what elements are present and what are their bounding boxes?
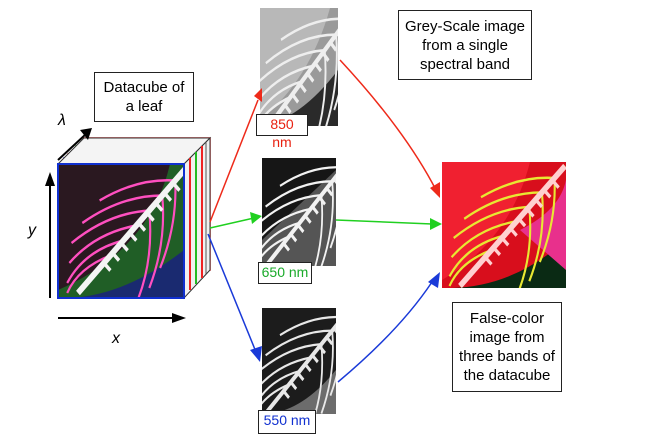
- blue-arrow-to-false-color: [337, 281, 433, 383]
- band-label-650-text: 650 nm: [261, 264, 309, 280]
- x-axis-arrowhead: [172, 313, 186, 323]
- blue-arrowhead-550: [250, 346, 262, 362]
- green-arrowhead-false-color: [430, 218, 442, 230]
- white-midrib: [76, 165, 184, 296]
- greyscale-image-650: [262, 158, 336, 266]
- falsecolor-label: False-color image from three bands of th…: [459, 310, 555, 384]
- greyscale-label: Grey-Scale image from a single spectral …: [404, 17, 526, 73]
- red-arrowhead-850: [254, 88, 262, 102]
- datacube-label-box: Datacube of a leaf: [94, 72, 194, 122]
- lambda-axis-line: [57, 133, 87, 161]
- green-arrow-to-false-color: [335, 219, 433, 225]
- lambda-axis-label: λ: [58, 112, 66, 129]
- red-arrowhead-false-color: [430, 182, 440, 198]
- greyscale-image-850: [260, 8, 338, 126]
- arrows: [207, 59, 442, 383]
- red-arrow-to-850: [209, 99, 259, 223]
- datacube-front-face: [58, 164, 184, 298]
- band-label-550: 550 nm: [258, 410, 316, 434]
- band-label-650: 650 nm: [258, 262, 312, 284]
- green-arrowhead-650: [250, 212, 262, 224]
- green-arrow-to-650: [209, 217, 255, 229]
- band-label-850-text: 850 nm: [270, 116, 294, 150]
- blue-arrow-to-550: [207, 233, 257, 353]
- datacube-front-border: [57, 163, 185, 299]
- greyscale-image-550: [262, 308, 336, 414]
- falsecolor-label-box: False-color image from three bands of th…: [452, 302, 562, 392]
- datacube-label: Datacube of a leaf: [103, 79, 185, 115]
- lambda-axis-arrowhead: [80, 128, 92, 140]
- datacube: [56, 136, 212, 300]
- axes: [45, 128, 186, 323]
- red-arrow-to-false-color: [339, 59, 437, 191]
- x-axis-label: x: [112, 330, 120, 347]
- y-axis-label: y: [28, 222, 36, 239]
- y-axis-arrowhead: [45, 172, 55, 186]
- band-label-850: 850 nm: [256, 114, 308, 150]
- blue-arrowhead-false-color: [428, 272, 440, 288]
- greyscale-label-box: Grey-Scale image from a single spectral …: [398, 10, 532, 80]
- band-label-550-text: 550 nm: [263, 412, 311, 428]
- false-color-image: [442, 162, 566, 288]
